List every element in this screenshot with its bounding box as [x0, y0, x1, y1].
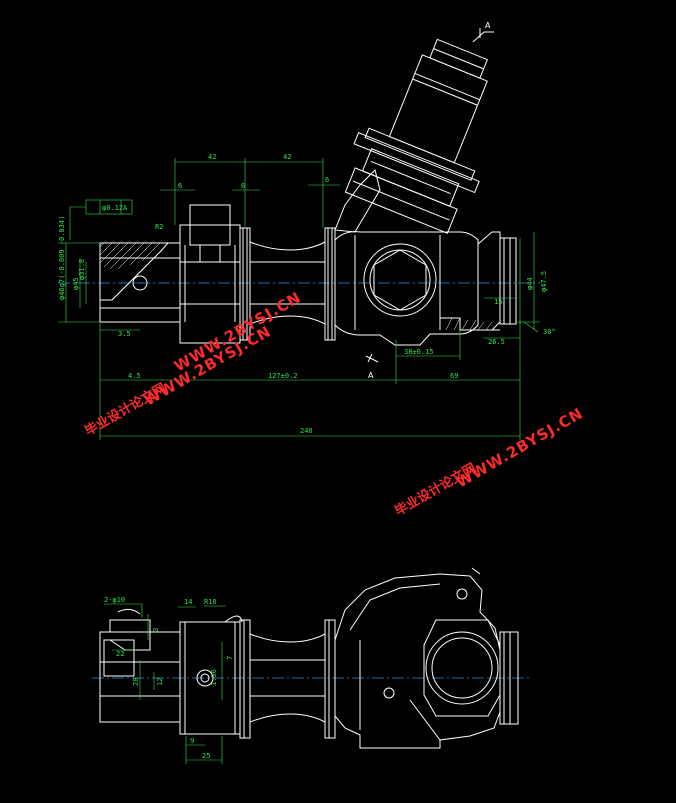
dim-240: 240: [300, 427, 313, 435]
section-label-top: A: [485, 21, 491, 30]
watermark-3: WWW.2BYSJ.CN: [171, 288, 304, 375]
bore-circle: [363, 243, 437, 317]
bottom-neck: [249, 633, 326, 723]
bottom-dimension-lines: [104, 603, 226, 764]
dim-6-a: 6: [178, 182, 182, 190]
section-arrow-bottom: [365, 353, 379, 363]
dim-dia-45: φ45: [72, 277, 80, 290]
watermark-text-1: 毕业设计论文网: [82, 380, 169, 439]
dim-7: 7: [226, 656, 234, 660]
watermark-cn-2: 毕业设计论文网: [392, 460, 479, 519]
dim-28: 28: [132, 678, 140, 686]
dim-3: 3: [152, 628, 160, 632]
section-arrow-top: [472, 28, 494, 43]
section-label-bottom: A: [368, 371, 374, 380]
journal-1: [179, 204, 241, 344]
left-shaft-end: [99, 242, 181, 323]
dim-9: 9: [190, 737, 194, 745]
right-spigot: [440, 231, 517, 331]
dim-15: 15: [494, 298, 502, 306]
front-dimension-lines: [58, 158, 540, 440]
dim-42-right: 42: [283, 153, 291, 161]
front-view: [58, 28, 540, 363]
bottom-collar-2: [324, 619, 336, 739]
dim-6-b: 6: [241, 182, 245, 190]
watermark-cn-1: 毕业设计论文网: [82, 380, 169, 439]
bottom-view: [92, 567, 530, 749]
dim-tiny: 1.36: [210, 669, 218, 686]
watermark-url-3: WWW.2BYSJ.CN: [171, 288, 304, 375]
dim-12: 12: [156, 678, 164, 686]
dim-30-deg: 30°: [543, 328, 556, 336]
dim-dia-44: φ44: [526, 277, 534, 290]
dim-14: 14: [184, 598, 192, 606]
tol-frame-datum: A: [123, 204, 128, 212]
dim-22: 22: [116, 650, 124, 658]
dim-127: 127±0.2: [268, 372, 298, 380]
angled-nozzle: [344, 38, 488, 234]
neck: [249, 241, 326, 325]
dim-dia-46: φ46g7(-0.009 -0.034): [58, 216, 66, 300]
dim-42-left: 42: [208, 153, 216, 161]
bottom-collar-1: [239, 619, 251, 739]
collar-2: [324, 227, 336, 341]
bottom-housing: [334, 567, 519, 749]
dim-dia-31: φ31.8: [78, 259, 86, 280]
tol-frame-value: φ0.12: [102, 204, 123, 212]
dim-6-c: 6: [325, 176, 329, 184]
dim-r10: R10: [204, 598, 217, 606]
dim-26-5: 26.5: [488, 338, 505, 346]
dim-left-tiny: 4.5: [128, 372, 141, 380]
watermark-text-2: 毕业设计论文网: [392, 460, 479, 519]
housing-body: [334, 169, 479, 346]
dim-r2: R2: [155, 223, 163, 231]
dim-holes: 2-φ10: [104, 596, 125, 604]
dim-38: 38±0.15: [404, 348, 434, 356]
dim-3-5: 3.5: [118, 330, 131, 338]
dim-dia-47-5: φ47.5: [540, 271, 548, 292]
dim-69: 69: [450, 372, 458, 380]
dim-25: 25: [202, 752, 210, 760]
